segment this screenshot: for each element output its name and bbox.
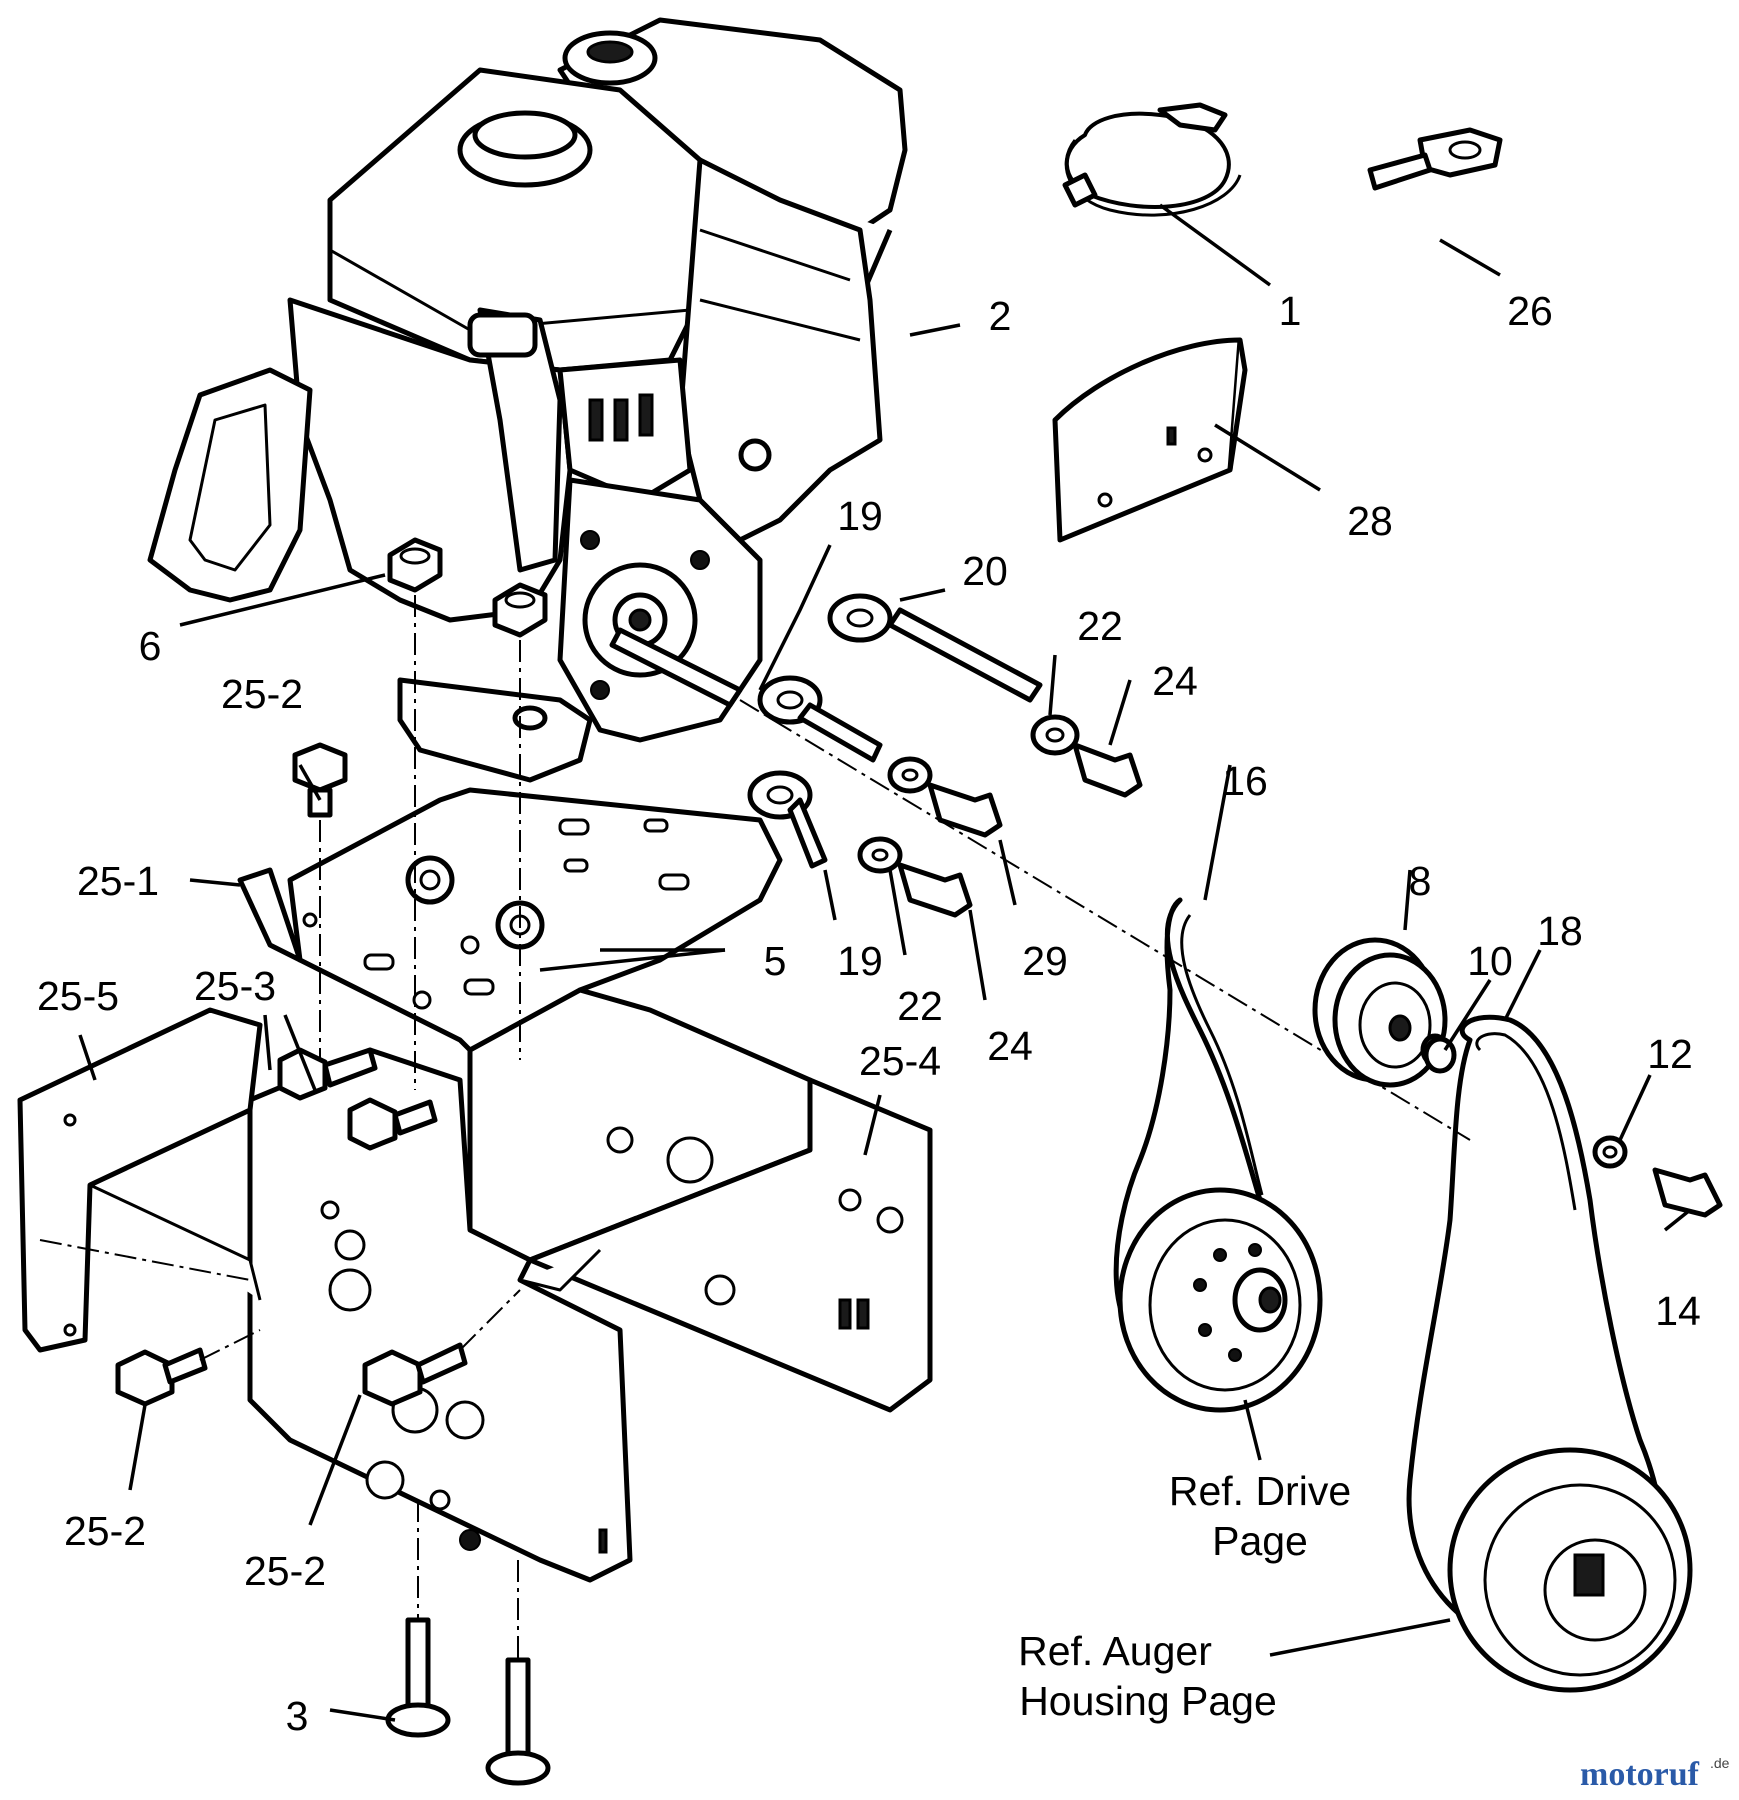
label-20: 20 xyxy=(962,548,1008,594)
label-25-4: 25-4 xyxy=(859,1038,941,1084)
label-24-upper: 24 xyxy=(1152,658,1198,704)
label-22-lower: 22 xyxy=(897,983,943,1029)
label-2: 2 xyxy=(989,293,1012,339)
label-25-2-left: 25-2 xyxy=(64,1508,146,1554)
label-25-1: 25-1 xyxy=(77,858,159,904)
label-28: 28 xyxy=(1347,498,1393,544)
small-hardware xyxy=(1423,1036,1723,1218)
label-26: 26 xyxy=(1507,288,1553,334)
ref-auger-line2: Housing Page xyxy=(1019,1678,1277,1724)
watermark: motoruf .de xyxy=(1580,1755,1730,1793)
ref-drive-line1: Ref. Drive xyxy=(1169,1468,1351,1514)
frame-housing xyxy=(247,987,933,1583)
pins-and-washers xyxy=(609,593,1471,1141)
label-25-3: 25-3 xyxy=(194,963,276,1009)
watermark-suffix: .de xyxy=(1710,1755,1730,1771)
label-25-5: 25-5 xyxy=(37,973,119,1019)
auger-belt-18 xyxy=(1406,1014,1693,1693)
label-19-lower: 19 xyxy=(837,938,883,984)
label-24-lower: 24 xyxy=(987,1023,1033,1069)
label-10: 10 xyxy=(1467,938,1513,984)
watermark-text: motoruf xyxy=(1580,1756,1700,1793)
part-number-labels: 1 26 2 28 19 20 22 24 6 25-2 16 8 10 18 … xyxy=(37,288,1701,1739)
alignment-lines xyxy=(39,595,521,1660)
label-29: 29 xyxy=(1022,938,1068,984)
label-1: 1 xyxy=(1279,288,1302,334)
reference-notes: Ref. Drive Page Ref. Auger Housing Page xyxy=(1018,1468,1351,1724)
label-16: 16 xyxy=(1222,758,1268,804)
label-12: 12 xyxy=(1647,1031,1693,1077)
label-14: 14 xyxy=(1655,1288,1701,1334)
ref-drive-line2: Page xyxy=(1212,1518,1308,1564)
label-5: 5 xyxy=(764,938,787,984)
leader-lines xyxy=(78,203,1692,1722)
ref-auger-line1: Ref. Auger xyxy=(1018,1628,1212,1674)
label-18: 18 xyxy=(1537,908,1583,954)
label-22-upper: 22 xyxy=(1077,603,1123,649)
label-19-upper: 19 xyxy=(837,493,883,539)
engine xyxy=(147,17,908,783)
label-25-2-top: 25-2 xyxy=(221,671,303,717)
mounting-plate xyxy=(237,787,783,1053)
label-8: 8 xyxy=(1409,858,1432,904)
label-3: 3 xyxy=(286,1693,309,1739)
cover-plate xyxy=(1052,337,1248,543)
label-25-2-middle: 25-2 xyxy=(244,1548,326,1594)
drive-belt-16 xyxy=(1113,897,1323,1413)
ignition-key xyxy=(1367,127,1503,191)
pulley-8 xyxy=(1312,937,1450,1088)
label-6: 6 xyxy=(139,623,162,669)
side-plate xyxy=(17,1007,263,1353)
extension-cord xyxy=(1062,102,1242,217)
